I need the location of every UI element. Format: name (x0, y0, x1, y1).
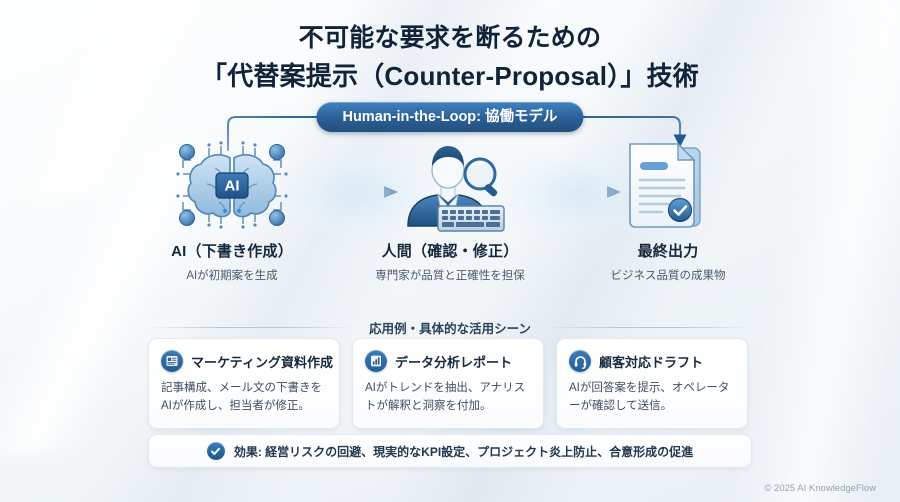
process-steps: AI (0, 134, 900, 284)
step-subtitle: ビジネス品質の成果物 (610, 270, 726, 282)
effect-summary-bar: 効果: 経営リスクの回避、現実的なKPI設定、プロジェクト炎上防止、合意形成の促… (148, 434, 752, 468)
step-subtitle: 専門家が品質と正確性を担保 (375, 270, 525, 282)
step-label-human: 人間（確認・修正） 専門家が品質と正確性を担保 (330, 240, 570, 283)
card-header: 顧客対応ドラフト (569, 350, 735, 372)
effect-label: 効果: 経営リスクの回避、現実的なKPI設定、プロジェクト炎上防止、合意形成の促… (233, 444, 694, 459)
divider-rule-right (544, 327, 753, 328)
step-title: 人間（確認・修正） (381, 243, 519, 260)
check-circle-icon (206, 442, 225, 460)
card-header: データ分析レポート (365, 350, 531, 372)
card-marketing[interactable]: マーケティング資料作成 記事構成、メール文の下書きをAIが作成し、担当者が修正。 (148, 338, 340, 429)
ai-brain-chip-icon: AI (132, 134, 332, 234)
use-case-cards: マーケティング資料作成 記事構成、メール文の下書きをAIが作成し、担当者が修正。 (148, 338, 752, 429)
headset-support-icon (569, 350, 591, 372)
card-customer-support[interactable]: 顧客対応ドラフト AIが回答案を提示、オペレーターが確認して送信。 (556, 338, 748, 429)
card-title: データ分析レポート (395, 354, 513, 370)
step-subtitle: AIが初期案を生成 (186, 270, 278, 282)
card-title: マーケティング資料作成 (191, 354, 333, 370)
step-title: AI（下書き作成） (171, 243, 293, 260)
step-label-ai: AI（下書き作成） AIが初期案を生成 (112, 240, 352, 283)
step-title: 最終出力 (637, 243, 699, 260)
svg-text:AI: AI (225, 178, 240, 195)
card-data-analysis[interactable]: データ分析レポート AIがトレンドを抽出、アナリストが解釈と洞察を付加。 (352, 338, 544, 429)
card-title: 顧客対応ドラフト (599, 354, 704, 370)
step-output (568, 134, 768, 234)
card-header: マーケティング資料作成 (161, 350, 333, 372)
card-body: AIがトレンドを抽出、アナリストが解釈と洞察を付加。 (365, 382, 526, 412)
hitl-badge-row: Human-in-the-Loop: 協働モデル (0, 102, 900, 134)
step-human (350, 134, 550, 234)
card-body: AIが回答案を提示、オペレーターが確認して送信。 (569, 382, 730, 412)
page-title: 不可能な要求を断るための 「代替案提示（Counter-Proposal）」技術 (0, 22, 900, 93)
divider-label: 応用例・具体的な活用シーン (369, 322, 531, 336)
divider-rule-left (148, 327, 356, 328)
step-ai: AI (132, 134, 332, 234)
verified-document-icon (568, 134, 768, 234)
presentation-document-icon (161, 350, 183, 372)
title-line-2: 「代替案提示（Counter-Proposal）」技術 (201, 61, 699, 91)
businessman-review-icon (350, 134, 550, 234)
card-body: 記事構成、メール文の下書きをAIが作成し、担当者が修正。 (161, 382, 322, 412)
copyright-notice: © 2025 AI KnowledgeFlow (764, 483, 876, 494)
section-divider: 応用例・具体的な活用シーン (148, 318, 753, 337)
title-line-1: 不可能な要求を断るための (298, 24, 602, 52)
bar-chart-report-icon (365, 350, 387, 372)
hitl-badge: Human-in-the-Loop: 協働モデル (316, 102, 584, 132)
step-label-output: 最終出力 ビジネス品質の成果物 (548, 240, 788, 283)
